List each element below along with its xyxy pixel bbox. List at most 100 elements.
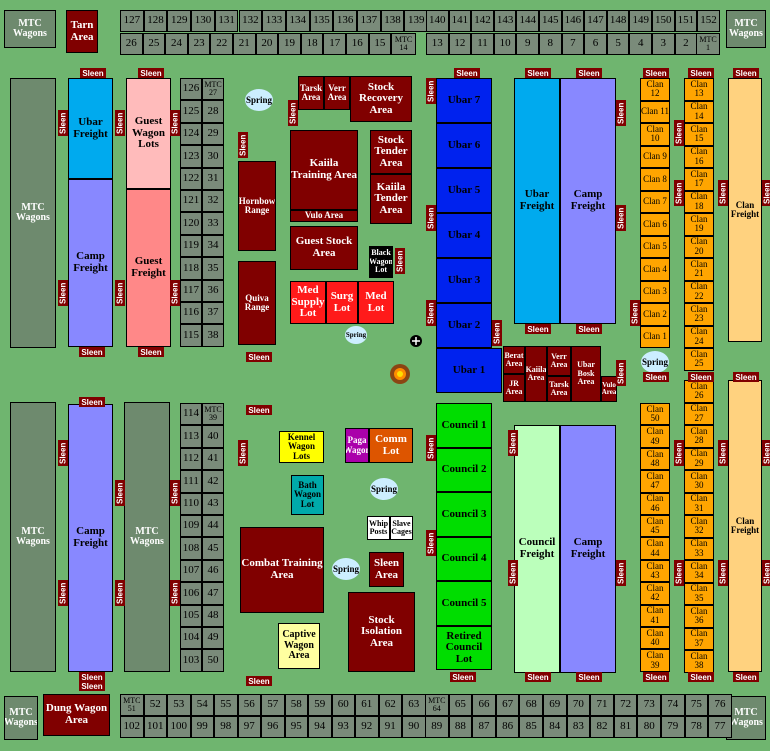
lot-15[interactable]: 15 xyxy=(368,33,392,55)
lot-67[interactable]: 67 xyxy=(495,694,520,716)
lot-91[interactable]: 91 xyxy=(378,716,402,738)
clan-clan-5[interactable]: Clan 5 xyxy=(640,235,670,258)
ubar-lot-ubar-6[interactable]: Ubar 6 xyxy=(436,123,492,168)
clan-clan-32[interactable]: Clan 32 xyxy=(684,515,714,538)
clan-clan-28[interactable]: Clan 28 xyxy=(684,425,714,448)
lot-137[interactable]: 137 xyxy=(357,10,381,32)
council-lot-council-5[interactable]: Council 5 xyxy=(436,581,492,626)
clan-clan-13[interactable]: Clan 13 xyxy=(684,78,714,101)
clan-clan-16[interactable]: Clan 16 xyxy=(684,145,714,168)
lot-95[interactable]: 95 xyxy=(284,716,308,738)
lot-40[interactable]: 40 xyxy=(202,425,224,448)
dung-wagon-area[interactable]: Dung Wagon Area xyxy=(43,694,110,736)
lot-2[interactable]: 2 xyxy=(674,33,698,55)
clan-clan-14[interactable]: Clan 14 xyxy=(684,100,714,123)
hornbow-range[interactable]: Hornbow Range xyxy=(238,161,276,251)
lot-125[interactable]: 125 xyxy=(180,100,202,123)
clan-clan-6[interactable]: Clan 6 xyxy=(640,213,670,236)
clan-clan-15[interactable]: Clan 15 xyxy=(684,123,714,146)
clan-clan-3[interactable]: Clan 3 xyxy=(640,280,670,303)
lot-42[interactable]: 42 xyxy=(202,470,224,493)
lot-128[interactable]: 128 xyxy=(143,10,168,32)
lot-37[interactable]: 37 xyxy=(202,302,224,325)
mtc-wagons-left-upper[interactable]: MTC Wagons xyxy=(10,78,56,348)
stock-tender-area[interactable]: Stock Tender Area xyxy=(370,130,412,174)
lot-10[interactable]: 10 xyxy=(493,33,517,55)
lot-mtc-64[interactable]: MTC 64 xyxy=(425,694,449,716)
kaiila-area[interactable]: Kaiila Area xyxy=(525,346,547,402)
clan-clan-10[interactable]: Clan 10 xyxy=(640,123,670,146)
med-supply-lot[interactable]: Med Supply Lot xyxy=(290,281,326,324)
lot-123[interactable]: 123 xyxy=(180,145,202,168)
clan-clan-43[interactable]: Clan 43 xyxy=(640,559,670,583)
lot-119[interactable]: 119 xyxy=(180,234,202,258)
lot-63[interactable]: 63 xyxy=(402,694,426,716)
lot-43[interactable]: 43 xyxy=(202,492,224,515)
kaiila-tender-area[interactable]: Kaiila Tender Area xyxy=(370,174,412,224)
clan-clan-48[interactable]: Clan 48 xyxy=(640,447,670,471)
lot-71[interactable]: 71 xyxy=(590,694,614,716)
lot-56[interactable]: 56 xyxy=(237,694,261,716)
ubar-lot-ubar-1[interactable]: Ubar 1 xyxy=(436,348,502,393)
clan-clan-34[interactable]: Clan 34 xyxy=(684,560,714,583)
lot-54[interactable]: 54 xyxy=(190,694,214,716)
clan-clan-30[interactable]: Clan 30 xyxy=(684,470,714,493)
lot-33[interactable]: 33 xyxy=(202,212,224,235)
lot-112[interactable]: 112 xyxy=(180,447,202,471)
lot-20[interactable]: 20 xyxy=(255,33,279,55)
lot-38[interactable]: 38 xyxy=(202,324,224,347)
clan-clan-17[interactable]: Clan 17 xyxy=(684,168,714,191)
lot-80[interactable]: 80 xyxy=(637,716,661,738)
lot-143[interactable]: 143 xyxy=(493,10,517,32)
lot-74[interactable]: 74 xyxy=(661,694,685,716)
lot-100[interactable]: 100 xyxy=(167,716,191,738)
clan-clan-38[interactable]: Clan 38 xyxy=(684,650,714,673)
ubar-lot-ubar-3[interactable]: Ubar 3 xyxy=(436,258,492,303)
lot-105[interactable]: 105 xyxy=(180,604,202,627)
ubar-freight-left[interactable]: Ubar Freight xyxy=(68,78,113,179)
lot-34[interactable]: 34 xyxy=(202,234,224,258)
guest-wagon-lots[interactable]: Guest Wagon Lots xyxy=(126,78,171,189)
whip-posts[interactable]: Whip Posts xyxy=(367,516,390,540)
lot-70[interactable]: 70 xyxy=(566,694,591,716)
lot-118[interactable]: 118 xyxy=(180,257,202,280)
lot-93[interactable]: 93 xyxy=(331,716,355,738)
lot-61[interactable]: 61 xyxy=(355,694,379,716)
clan-clan-49[interactable]: Clan 49 xyxy=(640,425,670,448)
lot-109[interactable]: 109 xyxy=(180,515,202,538)
lot-12[interactable]: 12 xyxy=(448,33,472,55)
lot-66[interactable]: 66 xyxy=(472,694,496,716)
clan-freight-lower[interactable]: Clan Freight xyxy=(728,380,762,672)
clan-clan-36[interactable]: Clan 36 xyxy=(684,605,714,628)
lot-135[interactable]: 135 xyxy=(309,10,334,32)
lot-121[interactable]: 121 xyxy=(180,190,202,213)
lot-106[interactable]: 106 xyxy=(180,582,202,605)
clan-clan-11[interactable]: Clan 11 xyxy=(640,100,670,123)
lot-21[interactable]: 21 xyxy=(233,33,256,55)
clan-clan-7[interactable]: Clan 7 xyxy=(640,190,670,213)
lot-90[interactable]: 90 xyxy=(402,716,426,738)
kennel-wagon-lots[interactable]: Kennel Wagon Lots xyxy=(279,431,324,463)
lot-mtc-39[interactable]: MTC 39 xyxy=(202,403,224,426)
lot-52[interactable]: 52 xyxy=(143,694,167,716)
tarsk-area-2[interactable]: Tarsk Area xyxy=(547,376,571,402)
lot-31[interactable]: 31 xyxy=(202,167,224,190)
lot-110[interactable]: 110 xyxy=(180,492,202,515)
mtc-14-lot[interactable]: MTC 14 xyxy=(391,33,416,55)
lot-47[interactable]: 47 xyxy=(202,582,224,605)
ubar-freight-right[interactable]: Ubar Freight xyxy=(514,78,560,324)
lot-146[interactable]: 146 xyxy=(561,10,585,32)
lot-mtc-51[interactable]: MTC 51 xyxy=(120,694,144,716)
mtc-wagons-bottom-left[interactable]: MTC Wagons xyxy=(4,696,38,740)
lot-104[interactable]: 104 xyxy=(180,627,202,650)
clan-clan-31[interactable]: Clan 31 xyxy=(684,492,714,515)
lot-13[interactable]: 13 xyxy=(426,33,449,55)
clan-clan-23[interactable]: Clan 23 xyxy=(684,303,714,326)
clan-clan-12[interactable]: Clan 12 xyxy=(640,78,670,101)
lot-150[interactable]: 150 xyxy=(652,10,675,32)
clan-clan-4[interactable]: Clan 4 xyxy=(640,258,670,281)
lot-82[interactable]: 82 xyxy=(590,716,614,738)
clan-clan-25[interactable]: Clan 25 xyxy=(684,348,714,371)
comm-lot[interactable]: Comm Lot xyxy=(369,428,413,463)
lot-89[interactable]: 89 xyxy=(425,716,449,738)
